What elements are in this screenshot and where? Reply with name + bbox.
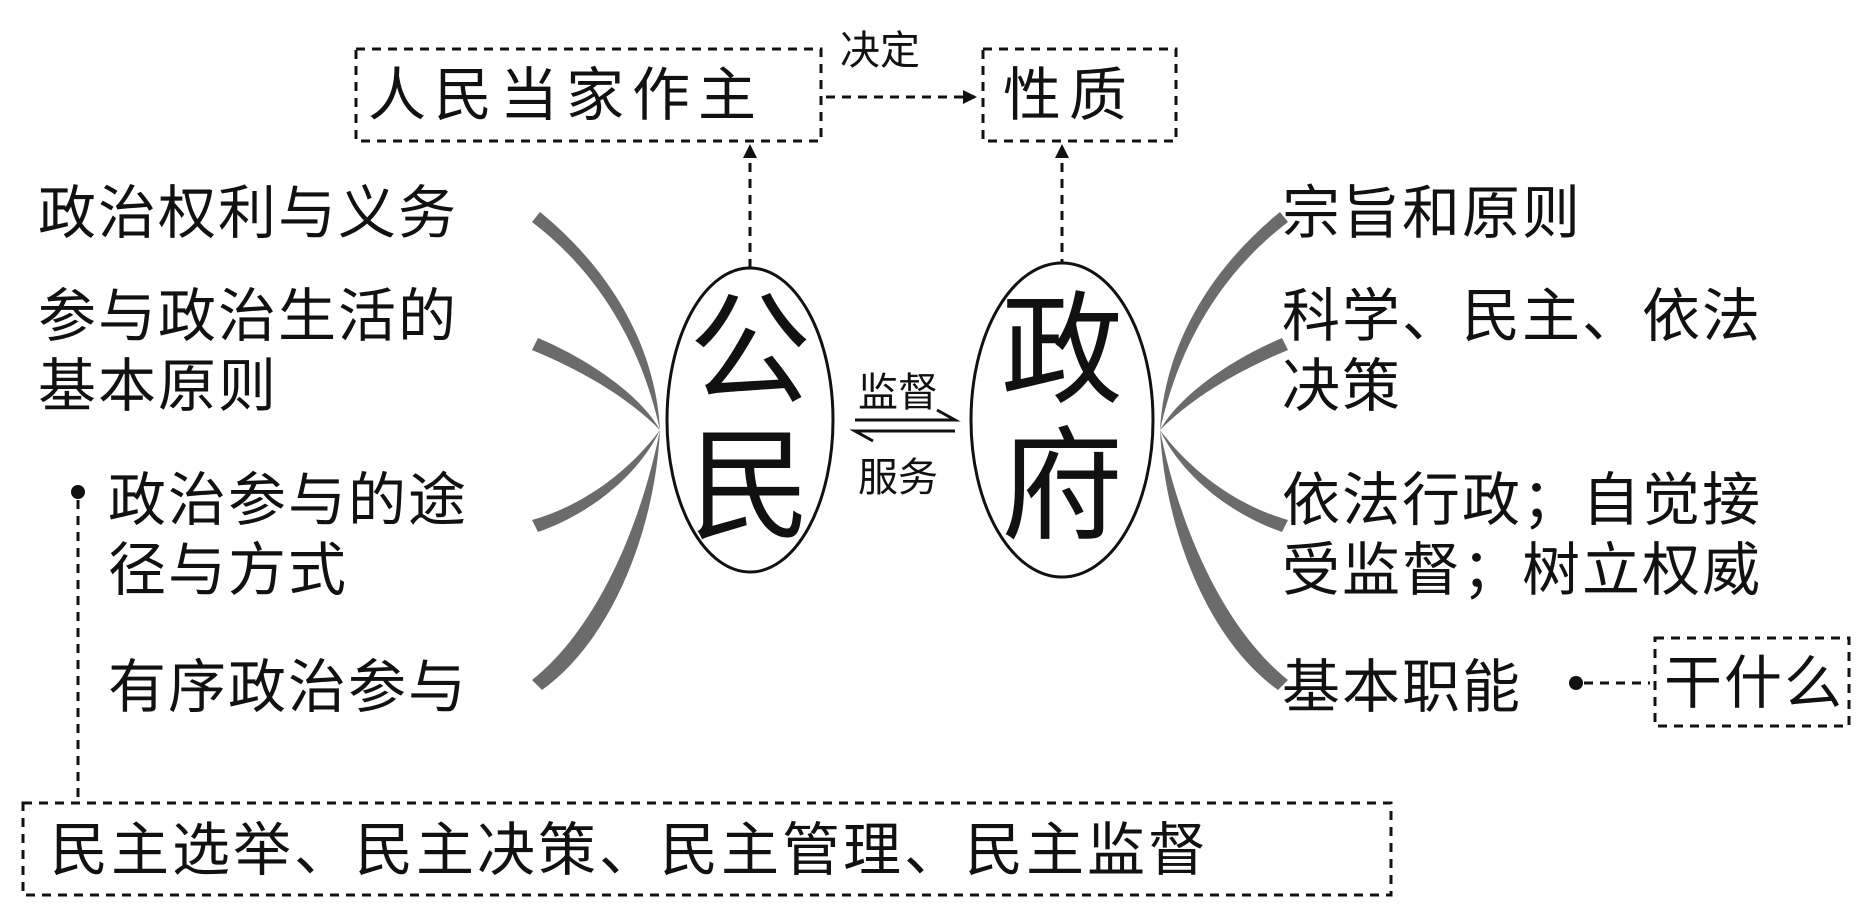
government-char-2: 府 [1001,416,1123,558]
left-item-ways-2: 径与方式 [108,536,349,604]
left-item-rights: 政治权利与义务 [38,179,459,247]
right-item-decision-2: 决策 [1282,352,1403,420]
right-item-purpose: 宗旨和原则 [1282,179,1583,247]
citizen-char-1: 公 [689,280,811,422]
nature-label: 性质 [1003,61,1136,129]
bottom-box-label: 民主选举、民主决策、民主管理、民主监督 [50,816,1210,884]
left-item-orderly: 有序政治参与 [108,653,469,721]
serve-label: 服务 [858,455,938,501]
left-item-ways-1: 政治参与的途 [108,466,469,534]
serve-arrow [849,429,955,443]
right-item-admin-2: 受监督；树立权威 [1282,536,1763,604]
supervise-arrow [855,408,961,422]
left-branch-2 [532,338,660,430]
left-branch-1 [532,212,660,430]
right-item-functions: 基本职能 [1282,653,1523,721]
people-master-label: 人民当家作主 [368,61,765,129]
right-branch-1 [1160,212,1288,430]
government-oval [969,261,1155,579]
left-item-principles-1: 参与政治生活的 [38,282,459,350]
what-to-do-box [1653,636,1851,728]
left-branch-3 [532,430,660,532]
citizen-oval [665,266,835,574]
right-branch-4 [1160,430,1288,690]
left-branch-4 [532,430,660,690]
bottom-box [21,801,1393,897]
right-item-admin-1: 依法行政；自觉接 [1282,466,1763,534]
government-char-1: 政 [1001,280,1123,422]
right-branch-3 [1160,430,1288,532]
left-connector-dot [71,485,85,499]
citizen-char-2: 民 [689,416,811,558]
left-item-principles-2: 基本原则 [38,352,279,420]
right-connector-dot [1569,676,1583,690]
decide-label: 决定 [840,28,920,74]
right-item-decision-1: 科学、民主、依法 [1282,282,1763,350]
people-master-box [354,47,823,143]
right-branch-2 [1160,338,1288,430]
supervise-label: 监督 [858,370,938,416]
nature-box [981,47,1178,143]
what-to-do-label: 干什么 [1664,649,1845,717]
